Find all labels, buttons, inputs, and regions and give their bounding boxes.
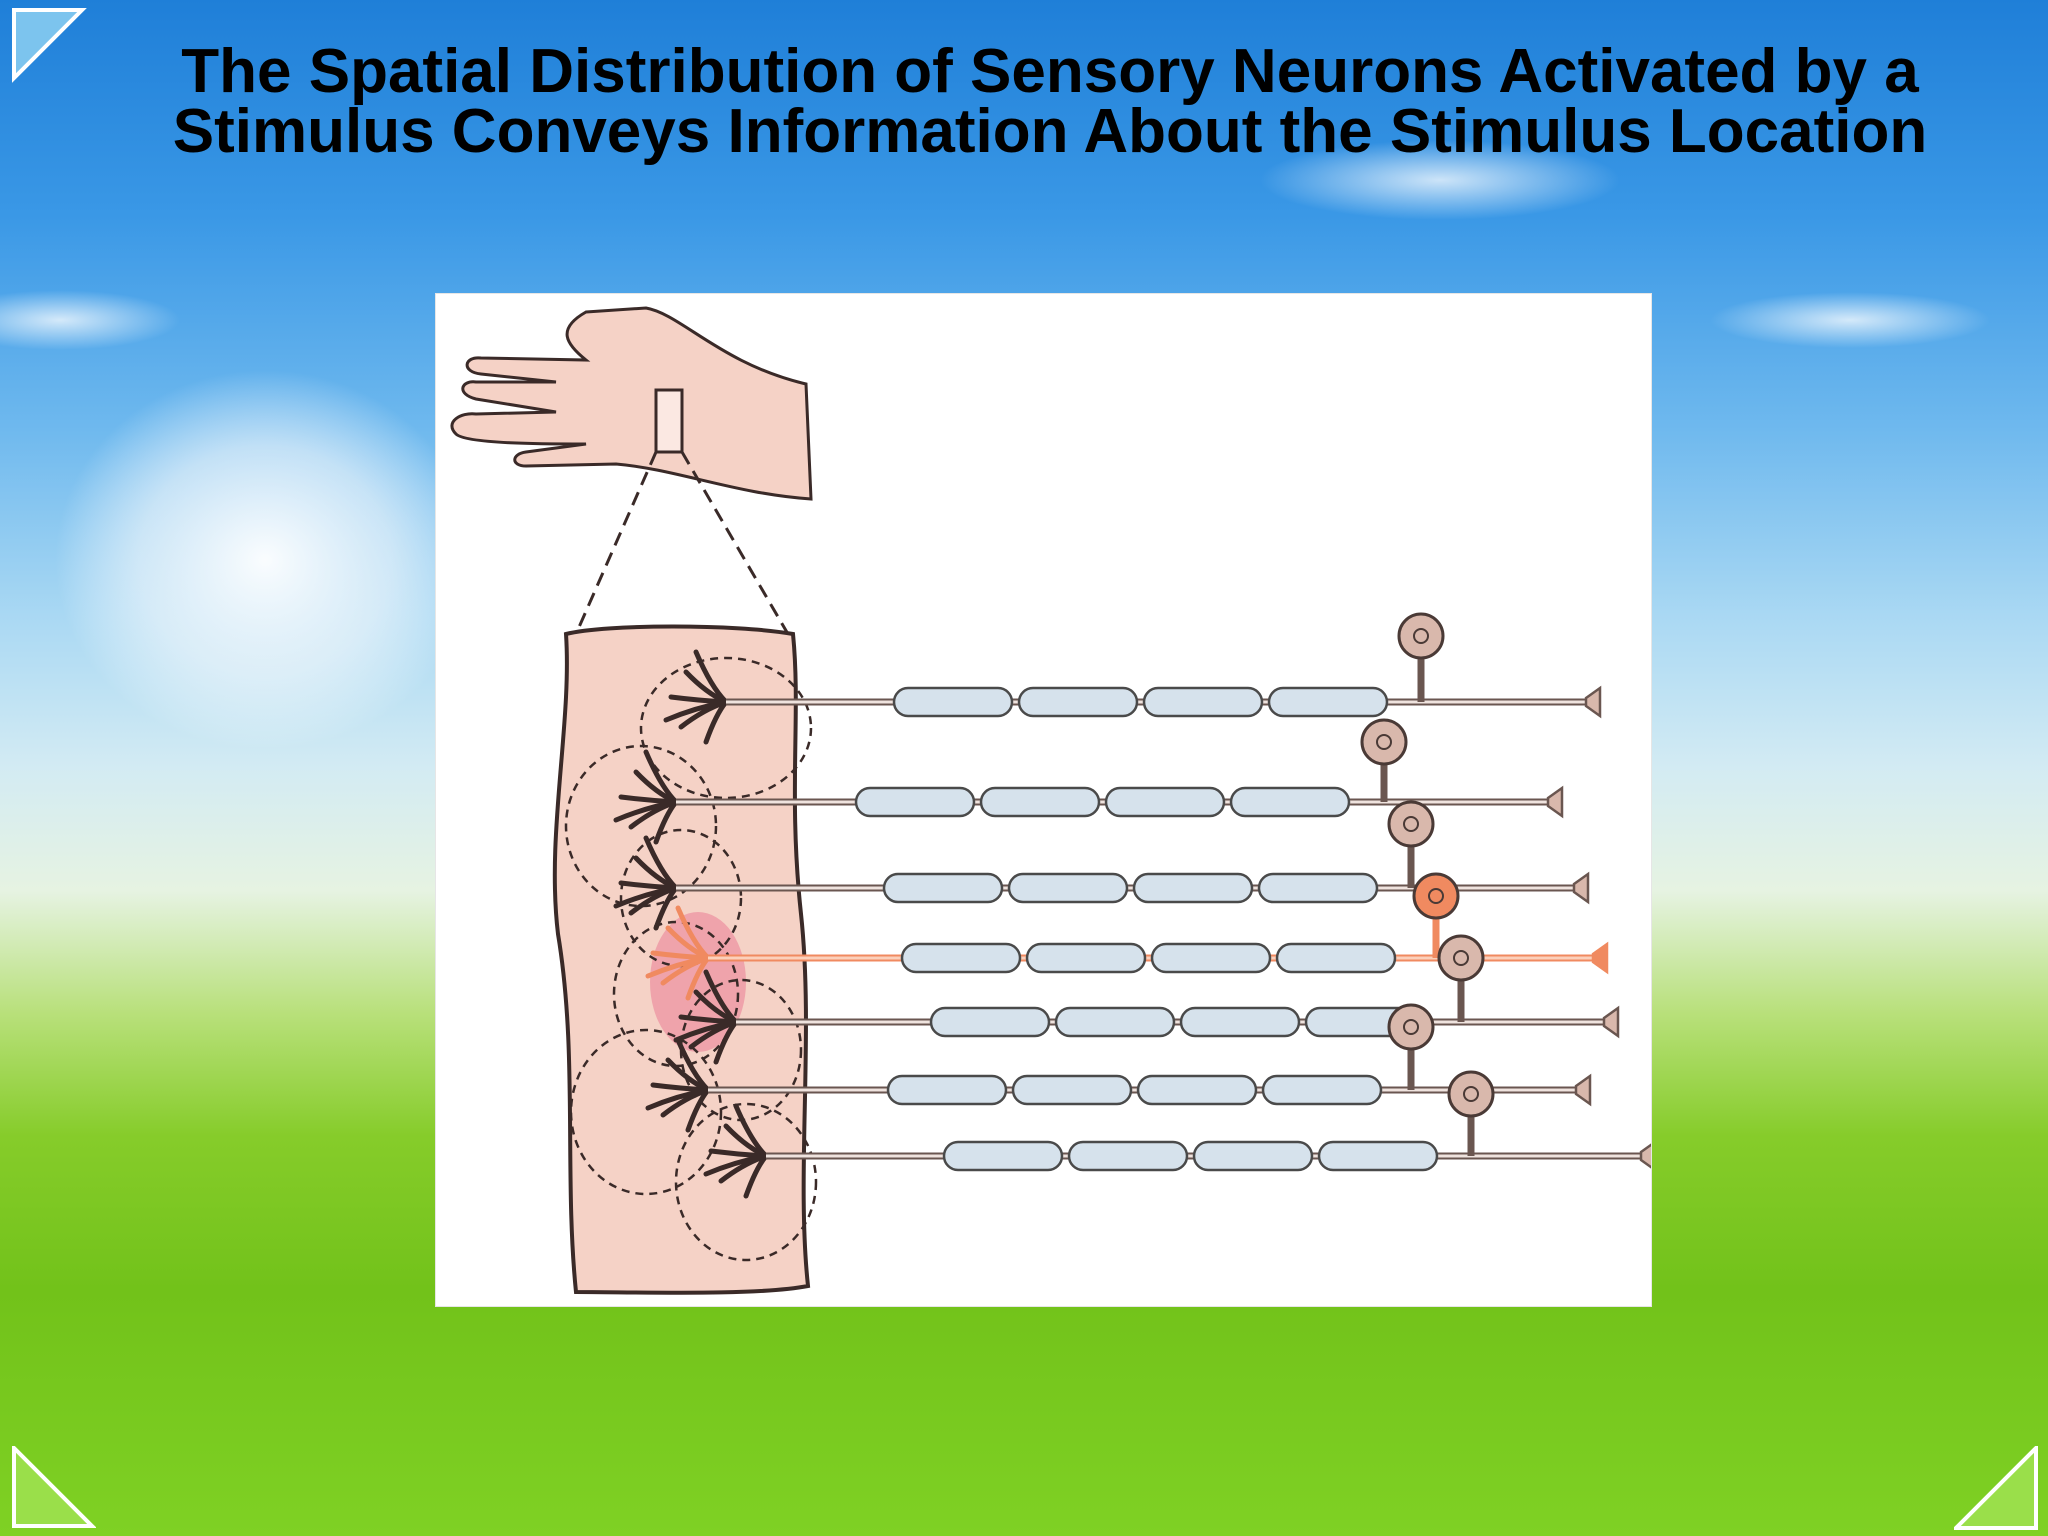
myelin-sheath-segment (1257, 872, 1379, 904)
axon-terminal (1591, 941, 1609, 975)
dendrite-branch (673, 1019, 739, 1043)
myelin-sheath-segment (1150, 942, 1272, 974)
cell-nucleus (1428, 888, 1444, 904)
dendrite-branch (645, 955, 711, 979)
myelin-sheath-segment (1267, 686, 1389, 718)
myelin-sheath-segment (1017, 686, 1139, 718)
dendrite-branch (733, 1103, 769, 1159)
axon-terminal (1574, 1073, 1592, 1107)
axon-terminal (1584, 685, 1602, 719)
myelin-sheath-segment (1261, 1074, 1383, 1106)
magnify-line-left (574, 451, 658, 635)
receptive-field-outline (564, 744, 718, 908)
axon-terminal (1572, 871, 1590, 905)
cell-nucleus (1403, 816, 1419, 832)
cell-body (1437, 934, 1485, 982)
hand-illustration (450, 306, 813, 635)
cell-nucleus (1376, 734, 1392, 750)
myelin-sheath-segment (882, 872, 1004, 904)
corner-triangle-bottom-right-icon (1954, 1446, 2038, 1530)
cell-body (1397, 612, 1445, 660)
myelin-sheath-segment (1275, 942, 1397, 974)
dendrite-branch (743, 1153, 769, 1199)
cell-nucleus (1453, 950, 1469, 966)
dendrite-branch (685, 955, 711, 1001)
myelin-sheath-segment (1132, 872, 1254, 904)
receptive-field-outline (569, 1028, 723, 1196)
myelin-sheath-segment (1179, 1006, 1301, 1038)
dendrite-branch (643, 749, 679, 805)
dendrite-branch (643, 835, 679, 891)
dendrite-branch (685, 1087, 711, 1133)
myelin-sheath-segment (854, 786, 976, 818)
sensory-neuron (703, 1070, 1651, 1199)
corner-triangle-bottom-left-icon (12, 1446, 96, 1528)
myelin-sheath-segment (1142, 686, 1264, 718)
myelin-sheath-segment (979, 786, 1101, 818)
slide-title: The Spatial Distribution of Sensory Neur… (172, 37, 1928, 166)
dendrite-branch (693, 649, 729, 705)
myelin-sheath-segment (886, 1074, 1008, 1106)
dendrite-branch (703, 699, 729, 745)
dendrite-branch (613, 799, 679, 823)
sensory-neurons (613, 612, 1651, 1199)
myelin-sheath-segment (1192, 1140, 1314, 1172)
dendrite-branch (675, 905, 711, 961)
sensory-neuron (613, 718, 1564, 845)
dendrite-branch (653, 799, 679, 845)
sensory-neuron (645, 872, 1609, 1001)
cell-body (1387, 800, 1435, 848)
dandelion-image (55, 370, 475, 750)
myelin-sheath-segment (900, 942, 1022, 974)
cell-body (1412, 872, 1460, 920)
axon-terminal (1639, 1143, 1651, 1169)
figure-panel (435, 293, 1652, 1307)
myelin-sheath-segment (942, 1140, 1064, 1172)
cell-body (1387, 1003, 1435, 1051)
dendrite-branch (653, 885, 679, 931)
myelin-sheath-segment (1317, 1140, 1439, 1172)
cloud-shape (0, 290, 180, 350)
dendrite-branch (663, 699, 729, 723)
dendrite-branch (703, 969, 739, 1025)
cell-body (1447, 1070, 1495, 1118)
sensory-neuron-diagram (450, 306, 1651, 1295)
sensory-neuron (645, 1003, 1592, 1133)
myelin-sheath-segment (1067, 1140, 1189, 1172)
myelin-sheath-segment (1136, 1074, 1258, 1106)
myelin-sheath-segment (1007, 872, 1129, 904)
cloud-shape (1710, 292, 1990, 348)
axon-terminal (1546, 785, 1564, 819)
corner-triangle-top-left-icon (12, 8, 87, 83)
myelin-sheath-segment (1104, 786, 1226, 818)
receptive-field-outline (674, 1102, 818, 1262)
myelin-sheath-segment (1025, 942, 1147, 974)
cell-nucleus (1413, 628, 1429, 644)
magnify-line-right (680, 451, 790, 635)
myelin-sheath-segment (929, 1006, 1051, 1038)
receptive-field-outline (639, 656, 813, 800)
skin-sample-region (654, 388, 684, 454)
sensory-neuron (673, 934, 1620, 1065)
dendrite-branch (645, 1087, 711, 1111)
myelin-sheath-segment (1229, 786, 1351, 818)
dendrite-branch (703, 1153, 769, 1177)
cell-nucleus (1463, 1086, 1479, 1102)
axon-terminal (1602, 1005, 1620, 1039)
cell-nucleus (1403, 1019, 1419, 1035)
myelin-sheath-segment (892, 686, 1014, 718)
hand-shape (450, 306, 813, 501)
dendrite-branch (613, 885, 679, 909)
cell-body (1360, 718, 1408, 766)
dendrite-branch (713, 1019, 739, 1065)
sensory-neuron (663, 612, 1602, 745)
dendrite-branch (675, 1037, 711, 1093)
myelin-sheath-segment (1054, 1006, 1176, 1038)
myelin-sheath-segment (1011, 1074, 1133, 1106)
